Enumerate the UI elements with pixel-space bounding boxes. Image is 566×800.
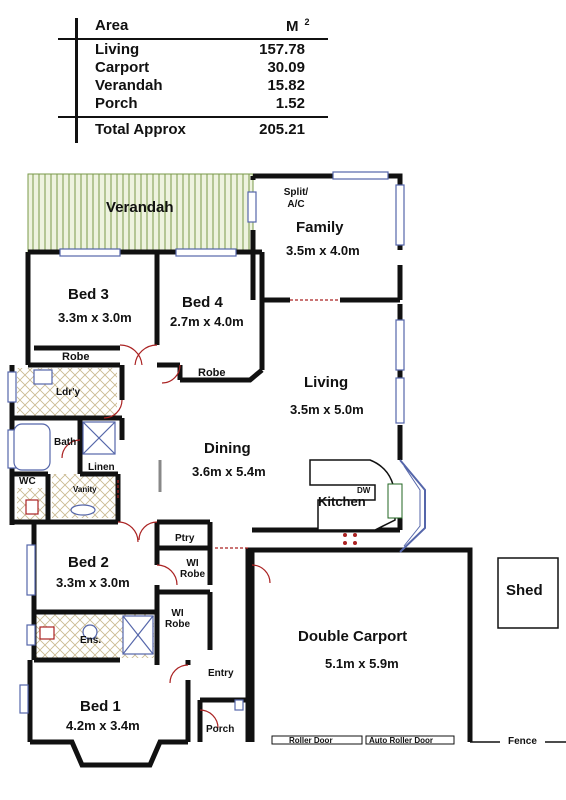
windows — [7, 171, 405, 714]
shed-label: Shed — [506, 582, 543, 599]
robe-bed3-label: Robe — [62, 351, 90, 363]
area-header-label: Area — [95, 17, 129, 34]
area-row-living-value: 157.78 — [259, 41, 305, 58]
wi-robe-bed2-label: WI Robe — [180, 558, 205, 580]
shed-outline — [497, 557, 559, 629]
area-row-verandah-value: 15.82 — [267, 77, 305, 94]
bed1-dimensions: 4.2m x 3.4m — [66, 718, 140, 733]
bath-label: Bath — [54, 437, 77, 448]
doors — [61, 299, 340, 729]
wi-robe-bed1-line2: Robe — [165, 619, 190, 630]
verandah-label: Verandah — [106, 199, 174, 216]
wi-robe-bed1-line1: WI — [171, 608, 184, 619]
split-ac-line2: A/C — [287, 199, 305, 210]
area-row-carport-label: Carport — [95, 59, 150, 76]
dining-dimensions: 3.6m x 5.4m — [192, 464, 266, 479]
area-row-carport-value: 30.09 — [267, 59, 305, 76]
cooktop-2 — [353, 533, 357, 537]
bed3-label: Bed 3 — [68, 286, 109, 303]
wi-robe-bed1-label: WI Robe — [165, 608, 190, 630]
roller-door-strip — [271, 735, 363, 745]
family-dimensions: 3.5m x 4.0m — [286, 243, 360, 258]
auto-roller-door-label: Auto Roller Door — [369, 736, 433, 745]
bed2-dimensions: 3.3m x 3.0m — [56, 575, 130, 590]
ensuite-toilet — [39, 626, 55, 640]
area-row-living-label: Living — [95, 41, 140, 58]
fence-label: Fence — [508, 736, 537, 747]
kitchen-sink — [387, 483, 403, 519]
bed1-label: Bed 1 — [80, 698, 121, 715]
area-total-label: Total Approx — [95, 121, 186, 138]
split-ac-label: Split/ A/C — [276, 187, 316, 211]
vanity-label: Vanity — [73, 485, 97, 494]
wi-robe-bed2-line1: WI — [186, 558, 199, 569]
roller-door-label: Roller Door — [289, 736, 333, 745]
cooktop-1 — [343, 533, 347, 537]
bed4-dimensions: 2.7m x 4.0m — [170, 314, 244, 329]
wc-label: WC — [19, 476, 36, 487]
area-header-unit-sup: 2 — [304, 17, 310, 27]
area-header-unit-text: M — [286, 18, 299, 35]
pantry-label: Ptry — [175, 533, 195, 544]
area-row-porch-label: Porch — [95, 95, 138, 112]
wi-robe-bed2-line2: Robe — [180, 569, 205, 580]
bed3-dimensions: 3.3m x 3.0m — [58, 310, 132, 325]
area-table-total-rule — [58, 116, 328, 118]
linen-label: Linen — [88, 462, 115, 473]
porch-label: Porch — [206, 724, 235, 735]
area-total-value: 205.21 — [259, 121, 305, 138]
split-ac-line1: Split/ — [283, 187, 309, 198]
living-label: Living — [304, 374, 349, 391]
fixtures — [13, 369, 154, 655]
kitchen-label: Kitchen — [318, 494, 366, 509]
family-label: Family — [296, 219, 344, 236]
area-table-divider-vertical — [75, 18, 78, 143]
double-carport-label: Double Carport — [298, 628, 408, 645]
cooktop-3 — [343, 541, 347, 545]
kitchen-bay-window-inner — [403, 465, 421, 547]
bed2-label: Bed 2 — [68, 554, 109, 571]
dishwasher-label: DW — [357, 486, 371, 495]
dining-label: Dining — [204, 440, 251, 457]
area-row-verandah-label: Verandah — [95, 77, 163, 94]
area-row-porch-value: 1.52 — [275, 95, 305, 112]
wc-toilet — [25, 499, 39, 515]
living-dimensions: 3.5m x 5.0m — [290, 402, 364, 417]
cooktop-4 — [353, 541, 357, 545]
robe-bed4-label: Robe — [198, 367, 226, 379]
entry-label: Entry — [208, 668, 234, 679]
verandah-area — [27, 173, 254, 253]
laundry-label: Ldr'y — [56, 387, 81, 398]
ensuite-label: Ens. — [80, 635, 102, 646]
carport-dimensions: 5.1m x 5.9m — [325, 656, 399, 671]
bed4-label: Bed 4 — [182, 294, 223, 311]
area-table-header-rule — [58, 38, 328, 40]
kitchen-bay-window — [399, 459, 426, 553]
auto-roller-door-strip — [365, 735, 455, 745]
